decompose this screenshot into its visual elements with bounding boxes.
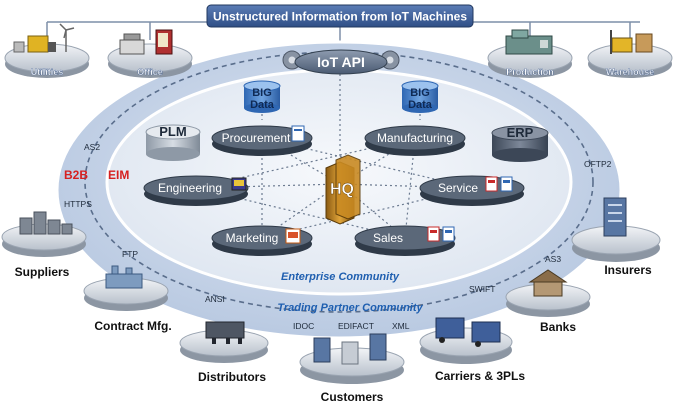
protocol-as3: AS3 [545, 254, 561, 264]
eim-label: EIM [108, 168, 129, 182]
partner-contract-mfg: Contract Mfg. [83, 265, 172, 333]
dept-engineering-label: Engineering [158, 181, 222, 195]
partner-carriers: Carriers & 3PLs [419, 317, 525, 383]
iot-source-warehouse-label: Warehouse [606, 67, 654, 77]
iot-source-production: Production [487, 29, 573, 78]
plm-label: PLM [159, 124, 186, 139]
iot-api-node: IoT API [282, 49, 400, 75]
erp-system: ERP [491, 125, 549, 162]
dept-service: Service [419, 175, 525, 206]
big-data-left: BIG Data [243, 80, 281, 113]
partner-suppliers-label: Suppliers [15, 265, 70, 279]
plm-system: PLM [145, 124, 201, 161]
dept-service-label: Service [438, 181, 478, 195]
iot-banner: Unstructured Information from IoT Machin… [46, 4, 640, 45]
protocol-as2: AS2 [84, 142, 100, 152]
protocol-https: HTTPS [64, 199, 92, 209]
dept-marketing: Marketing [211, 225, 313, 256]
partner-contract-mfg-label: Contract Mfg. [94, 319, 171, 333]
b2b-label: B2B [64, 168, 88, 182]
dept-manufacturing-label: Manufacturing [377, 131, 453, 145]
protocol-edifact: EDIFACT [338, 321, 374, 331]
enterprise-community-label: Enterprise Community [281, 271, 400, 283]
iot-source-utilities-label: Utilities [31, 67, 64, 77]
dept-manufacturing: Manufacturing [364, 125, 466, 156]
partner-banks: Banks [505, 269, 591, 334]
banner-title: Unstructured Information from IoT Machin… [213, 10, 467, 24]
iot-source-office: Office [107, 29, 193, 78]
partner-insurers-label: Insurers [604, 263, 652, 277]
iot-api-label: IoT API [317, 54, 365, 70]
trading-partner-community-label: Trading Partner Community [277, 302, 423, 314]
hq-building: HQ [325, 154, 361, 225]
dept-engineering: Engineering [143, 175, 249, 206]
dept-sales-label: Sales [373, 231, 403, 245]
protocol-labels: AS2 HTTPS FTP ANSI IDOC EDIFACT XML SWIF… [64, 142, 612, 331]
protocol-idoc: IDOC [293, 321, 314, 331]
iot-source-production-label: Production [506, 67, 554, 77]
partner-customers: Customers [299, 333, 405, 404]
iot-source-office-label: Office [137, 67, 163, 77]
protocol-ftp: FTP [122, 249, 138, 259]
big-data-right-line1: BIG [410, 87, 430, 99]
dept-marketing-label: Marketing [226, 231, 279, 245]
iot-source-warehouse: Warehouse [587, 30, 673, 78]
protocol-xml: XML [392, 321, 410, 331]
protocol-swift: SWIFT [469, 284, 495, 294]
dept-sales: Sales [354, 225, 456, 256]
partner-distributors: Distributors [179, 321, 269, 384]
partner-distributors-label: Distributors [198, 370, 266, 384]
big-data-left-line2: Data [250, 99, 275, 111]
dept-procurement-label: Procurement [222, 131, 291, 145]
partner-customers-label: Customers [321, 390, 384, 404]
partner-suppliers: Suppliers [1, 211, 87, 279]
erp-label: ERP [507, 125, 534, 140]
hq-label: HQ [330, 181, 354, 198]
iot-source-utilities: Utilities [4, 23, 90, 78]
partner-banks-label: Banks [540, 320, 576, 334]
dept-procurement: Procurement [211, 125, 313, 156]
partner-carriers-label: Carriers & 3PLs [435, 369, 525, 383]
big-data-left-line1: BIG [252, 87, 272, 99]
partner-insurers: Insurers [571, 197, 661, 277]
protocol-oftp2: OFTP2 [584, 159, 612, 169]
protocol-ansi: ANSI [205, 294, 225, 304]
big-data-right: BIG Data [401, 80, 439, 113]
big-data-right-line2: Data [408, 99, 433, 111]
